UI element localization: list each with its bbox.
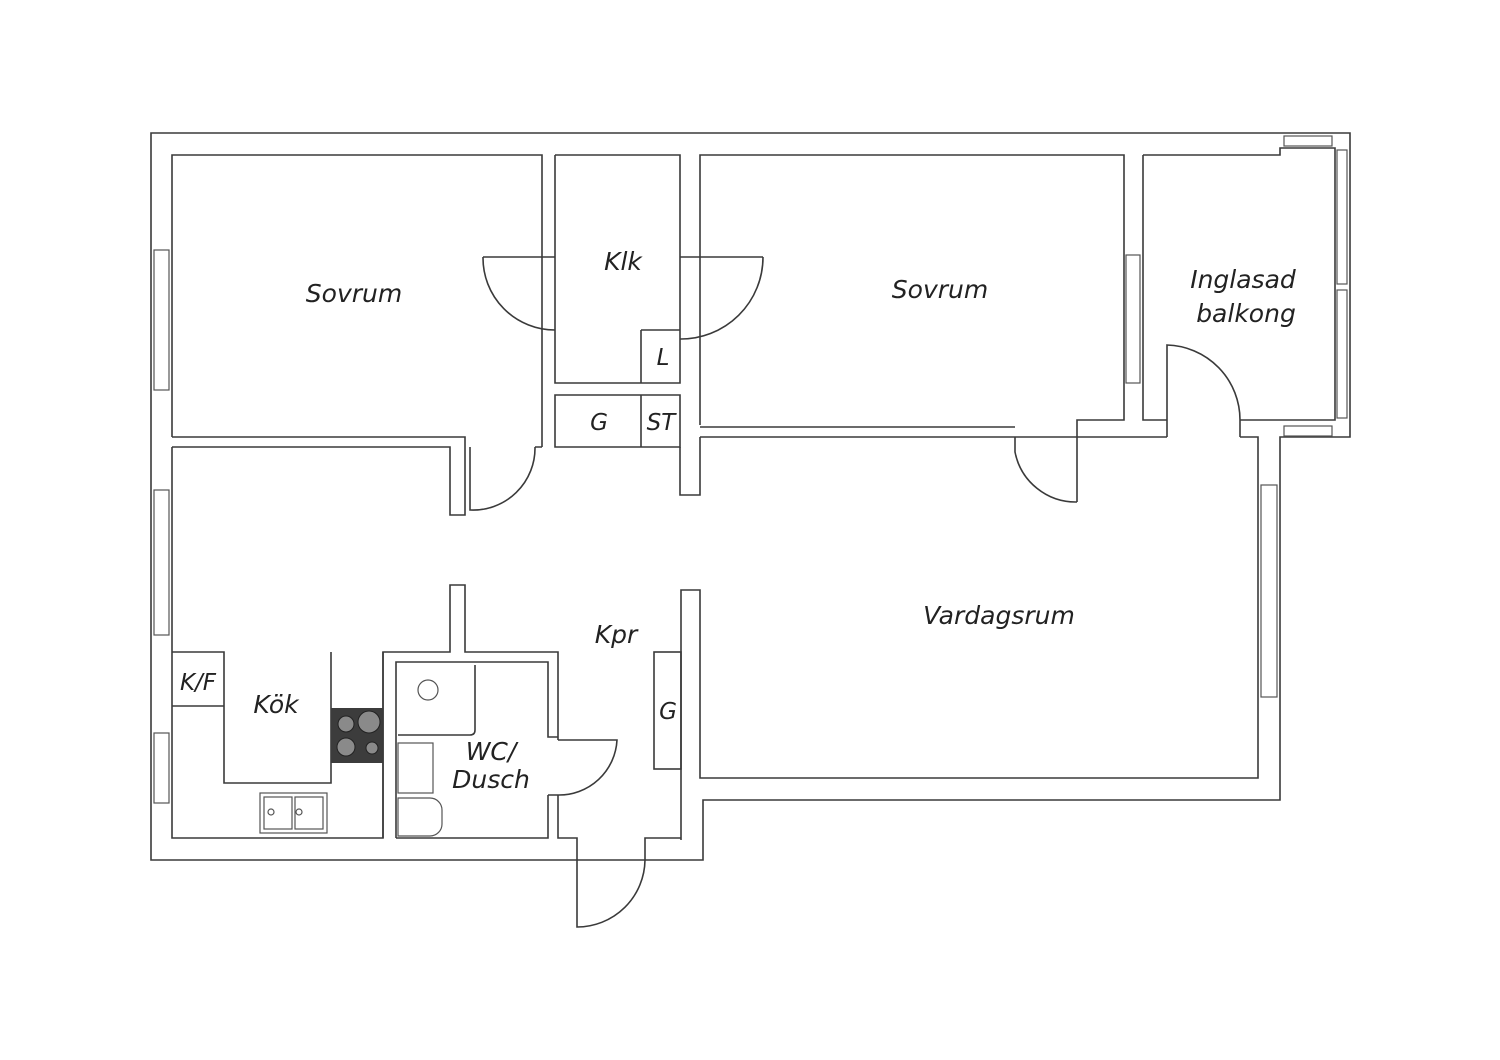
closet-walls: [554, 154, 681, 448]
bedroom2-walls: [699, 154, 1125, 502]
washbasin-icon: [397, 742, 434, 794]
bathroom-door: [548, 739, 618, 796]
window: [1283, 135, 1333, 147]
outer-wall: [150, 132, 1351, 861]
window: [153, 249, 170, 391]
closet-door-left: [482, 256, 556, 331]
toilet-icon: [397, 797, 443, 837]
room-label-wardrobe1: G: [590, 410, 608, 436]
bedroom1-door: [469, 446, 536, 511]
room-label-bedroom2: Sovrum: [892, 275, 988, 304]
sink-icon: [259, 792, 328, 834]
window: [1336, 149, 1348, 285]
closet-door-right: [679, 256, 764, 340]
partition-wall: [535, 437, 701, 496]
room-label-balcony-1: Inglasad: [1190, 265, 1296, 294]
room-label-bedroom1: Sovrum: [306, 279, 402, 308]
burner-icon: [337, 715, 355, 733]
entry-door: [576, 859, 646, 928]
window: [1260, 484, 1278, 698]
room-label-balcony-2: balkong: [1196, 299, 1296, 328]
wardrobe-hall: [653, 651, 682, 770]
bedroom1-walls: [171, 154, 543, 516]
room-label-bath-2: Dusch: [452, 765, 530, 794]
room-label-living: Vardagsrum: [923, 601, 1075, 630]
room-label-hall: Kpr: [595, 620, 639, 649]
entry-walls: [557, 795, 681, 860]
burner-icon: [357, 710, 381, 734]
window: [1125, 254, 1141, 384]
shower-rail: [398, 665, 476, 736]
window: [153, 489, 170, 636]
room-label-storage: ST: [647, 410, 678, 436]
window: [153, 732, 170, 804]
bathroom-walls: [382, 652, 558, 839]
bedroom2-door: [1014, 437, 1078, 503]
window: [1283, 425, 1333, 437]
room-label-linen: L: [657, 345, 670, 371]
shower-icon: [417, 679, 439, 701]
room-label-kitchen: Kök: [253, 690, 300, 719]
balcony-walls: [1142, 147, 1336, 437]
room-label-bath-1: WC/: [466, 737, 519, 766]
room-label-fridge: K/F: [180, 670, 217, 696]
burner-icon: [365, 741, 379, 755]
window: [1336, 289, 1348, 419]
burner-icon: [336, 737, 356, 757]
room-label-wardrobe2: G: [659, 699, 677, 725]
living-walls: [680, 436, 1259, 840]
room-label-closet: Klk: [604, 247, 643, 276]
